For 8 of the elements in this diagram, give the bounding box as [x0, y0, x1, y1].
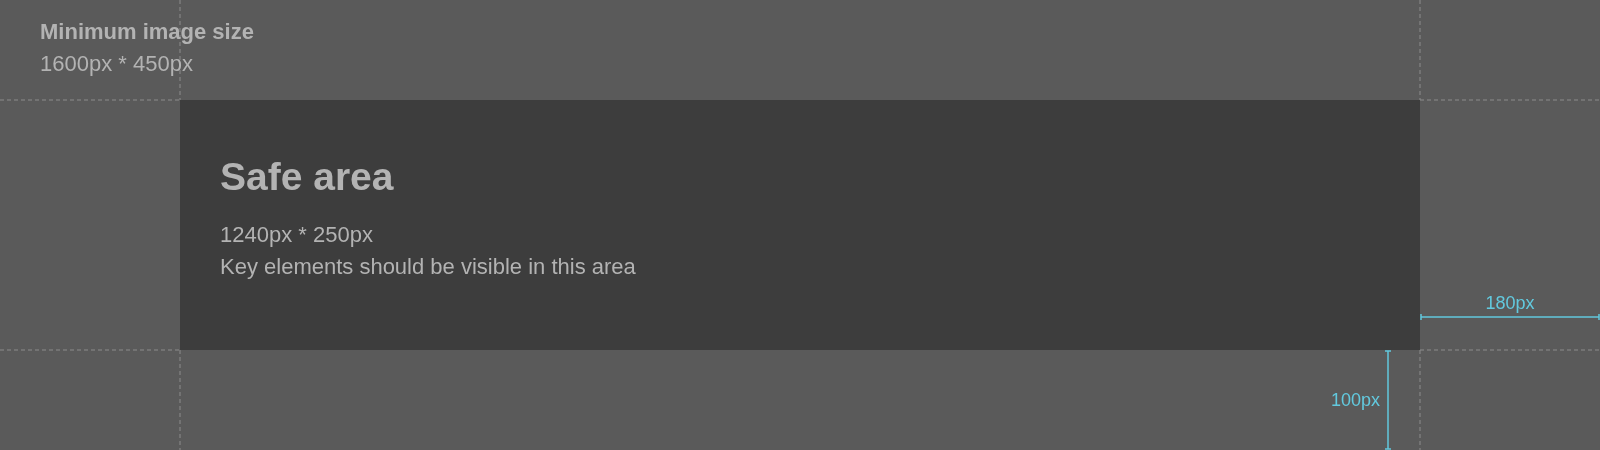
description: Key elements should be visible in this area [220, 254, 636, 280]
dimension-label: 180px [1485, 292, 1535, 314]
safe-area-box [180, 100, 1420, 350]
heading: Minimum image size [40, 19, 254, 45]
size-text: 1600px * 450px [40, 51, 193, 77]
size-text: 1240px * 250px [220, 222, 373, 248]
heading: Safe area [220, 155, 394, 200]
dimension-label: 100px [1330, 389, 1380, 411]
